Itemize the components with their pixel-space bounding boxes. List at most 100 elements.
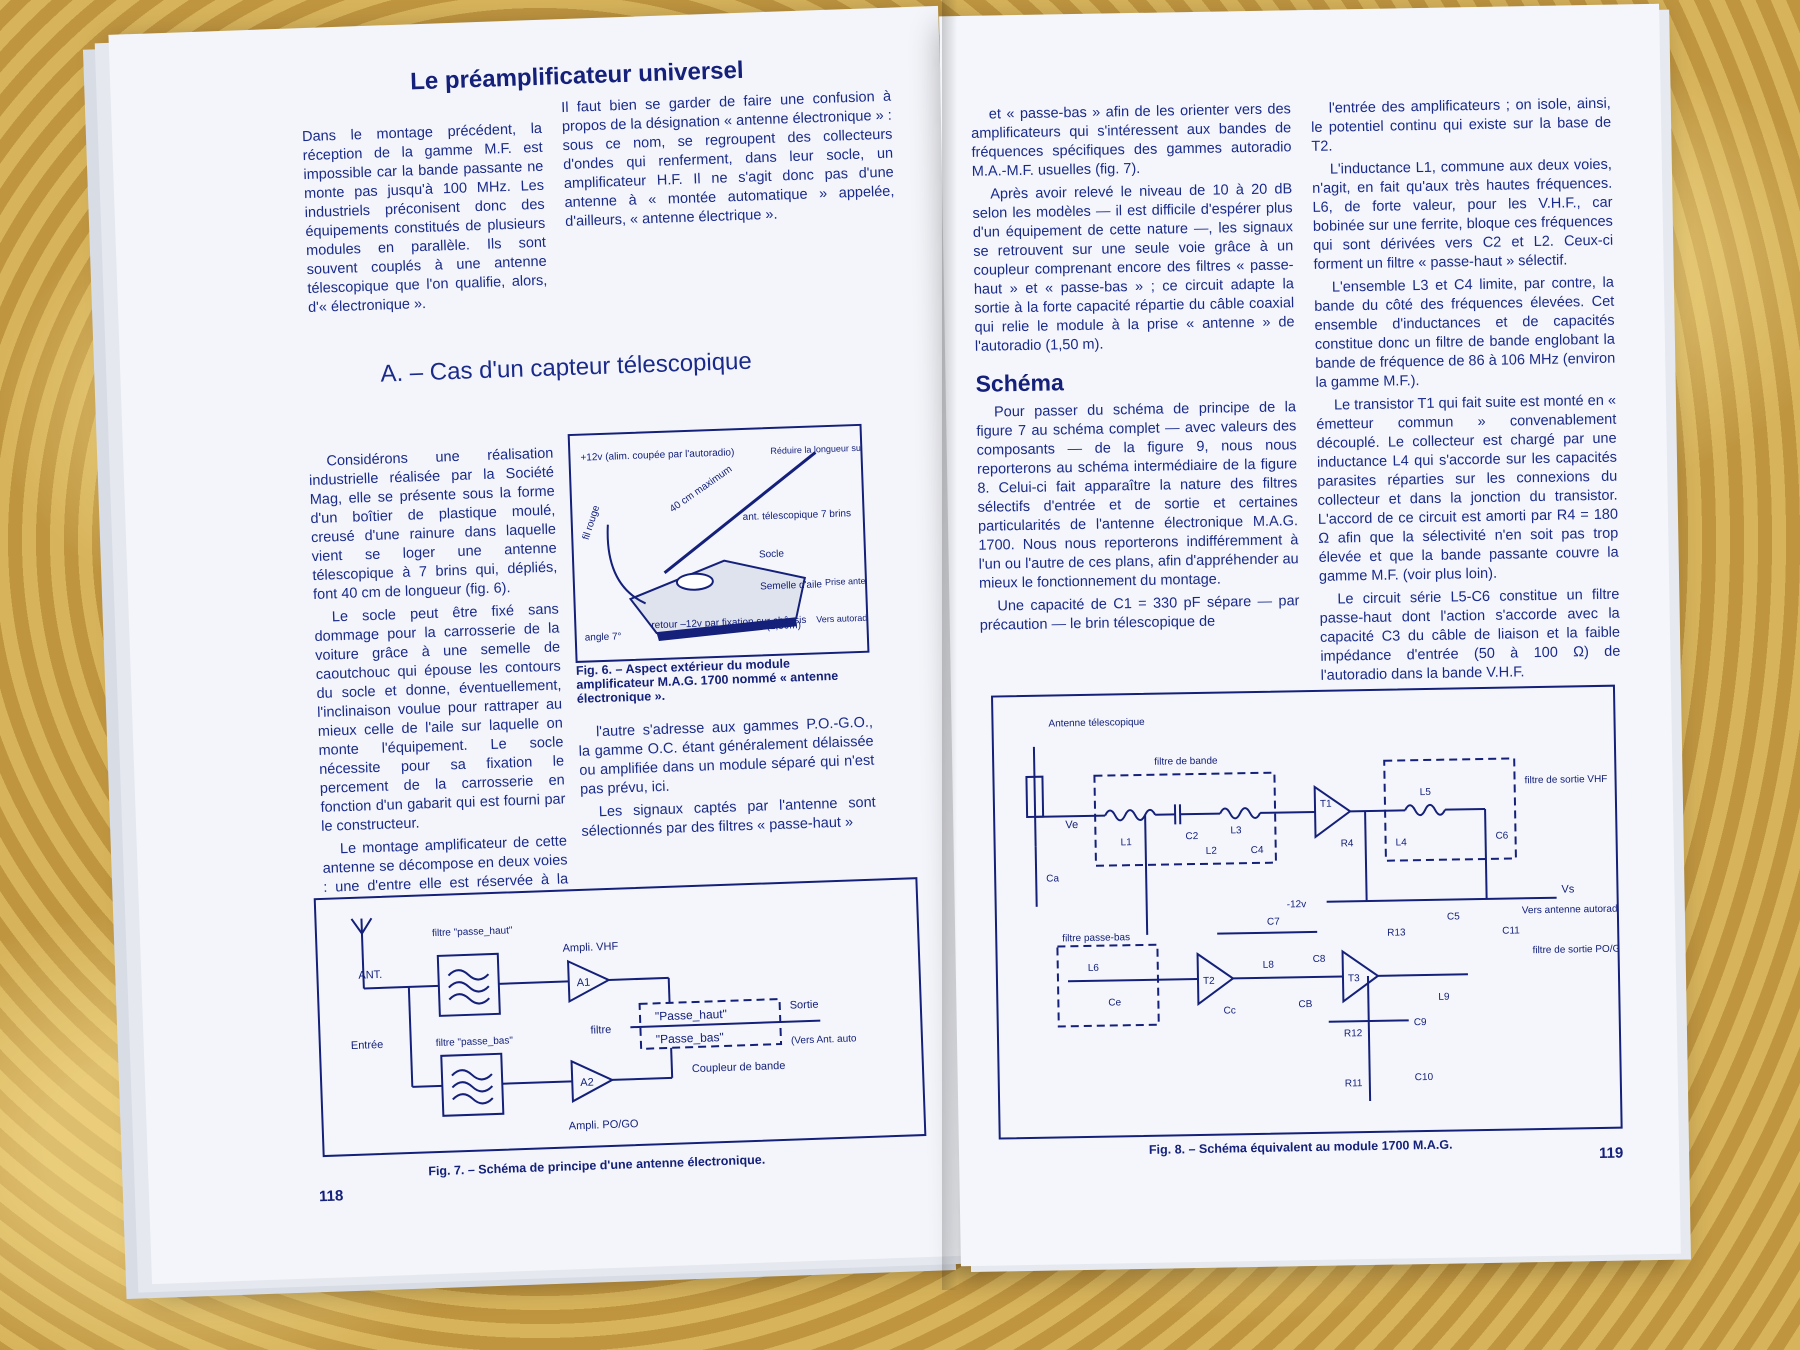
label-t1: T1 bbox=[1320, 799, 1332, 810]
label-r13: R13 bbox=[1387, 927, 1406, 938]
body-column-2: l'autre s'adresse aux gammes P.O.-G.O., … bbox=[578, 714, 877, 846]
label-t3: T3 bbox=[1348, 973, 1360, 984]
figure-8-caption: Fig. 8. – Schéma équivalent au module 17… bbox=[1148, 1137, 1453, 1157]
label-filtre-haut: filtre "passe_haut" bbox=[432, 925, 513, 939]
label-l5: L5 bbox=[1420, 787, 1432, 798]
label-c6: C6 bbox=[1495, 831, 1508, 842]
label-c5: C5 bbox=[1447, 911, 1460, 922]
label-length: 40 cm maximum bbox=[668, 464, 734, 515]
paragraph: Le transistor T1 qui fait suite est mont… bbox=[1316, 392, 1619, 585]
paragraph: Les signaux captés par l'antenne sont sé… bbox=[581, 794, 876, 840]
left-page: Le préamplificateur universel Dans le mo… bbox=[108, 5, 982, 1285]
schema-heading: Schéma bbox=[975, 369, 1064, 397]
paragraph: Le circuit série L5-C6 constitue un filt… bbox=[1319, 586, 1621, 684]
paragraph: L'inductance L1, commune aux deux voies,… bbox=[1312, 156, 1614, 273]
figure-6-drawing: +12v (alim. coupée par l'autoradio) fil … bbox=[580, 440, 932, 643]
label-c9: C9 bbox=[1414, 1017, 1427, 1028]
label-ampli-vhf: Ampli. VHF bbox=[562, 941, 618, 955]
label-reduire: Réduire la longueur sur les champs forts bbox=[770, 440, 867, 456]
label-prise: Prise antenne bbox=[825, 575, 868, 587]
label-l8: L8 bbox=[1263, 960, 1275, 971]
section-title: A. – Cas d'un capteur télescopique bbox=[379, 347, 753, 388]
intro-column-1: Dans le montage précédent, la réception … bbox=[301, 120, 548, 317]
paragraph: L'ensemble L3 et C4 limite, par contre, … bbox=[1314, 274, 1616, 391]
label-l1: L1 bbox=[1121, 837, 1133, 848]
label-socle: Socle bbox=[759, 549, 785, 561]
label-c8: C8 bbox=[1313, 954, 1326, 965]
label-c10: C10 bbox=[1415, 1072, 1434, 1083]
label-angle: angle 7° bbox=[585, 631, 622, 643]
right-page: et « passe-bas » afin de les orienter ve… bbox=[939, 3, 1681, 1267]
figure-8: Antenne télescopique filtre de bande fil… bbox=[991, 684, 1628, 1140]
figure-6-caption: Fig. 6. – Aspect extérieur du module amp… bbox=[575, 656, 839, 706]
paragraph: Pour passer du schéma de principe de la … bbox=[976, 399, 1299, 592]
label-cc: Cc bbox=[1223, 1005, 1235, 1016]
label-a2: A2 bbox=[580, 1077, 594, 1089]
right-column-1: et « passe-bas » afin de les orienter ve… bbox=[971, 100, 1300, 640]
label-filtre: filtre bbox=[590, 1024, 611, 1037]
paragraph: Après avoir relevé le niveau de 10 à 20 … bbox=[972, 181, 1295, 355]
label-t2: T2 bbox=[1203, 976, 1215, 987]
figure-6: +12v (alim. coupée par l'autoradio) fil … bbox=[567, 423, 933, 663]
label-coupleur: Coupleur de bande bbox=[692, 1060, 786, 1075]
label-vers: (Vers Ant. auto bbox=[791, 1033, 857, 1046]
label-alim: +12v (alim. coupée par l'autoradio) bbox=[580, 447, 734, 463]
label-l9: L9 bbox=[1438, 992, 1450, 1003]
label-cable: (1,50m) bbox=[766, 620, 801, 632]
intro-column-2: Il faut bien se garder de faire une conf… bbox=[560, 88, 895, 231]
figure-7-drawing: ANT. Entrée filtre "passe_haut" filtre "… bbox=[350, 917, 857, 1132]
label-filtre-bande: filtre de bande bbox=[1154, 756, 1218, 768]
running-head: Le préamplificateur universel bbox=[409, 56, 745, 96]
label-vs: Vs bbox=[1561, 883, 1575, 895]
label-l4: L4 bbox=[1396, 837, 1408, 848]
label-antenne: Antenne télescopique bbox=[1048, 717, 1145, 730]
label-c4: C4 bbox=[1251, 845, 1264, 856]
figure-8-drawing: Antenne télescopique filtre de bande fil… bbox=[1025, 717, 1628, 1102]
right-column-2: l'entrée des amplificateurs ; on isole, … bbox=[1311, 95, 1621, 690]
label-c7: C7 bbox=[1267, 917, 1280, 928]
label-filtre-passe-bas: filtre passe-bas bbox=[1062, 932, 1130, 944]
label-vers: Vers autoradio bbox=[816, 612, 867, 624]
label-filtre-bas: filtre "passe_bas" bbox=[436, 1035, 514, 1049]
label-ve: Ve bbox=[1065, 819, 1078, 831]
paragraph: l'entrée des amplificateurs ; on isole, … bbox=[1311, 95, 1612, 155]
label-passe-haut: "Passe_haut" bbox=[655, 1007, 727, 1024]
label-c11: C11 bbox=[1502, 925, 1520, 936]
figure-7-caption: Fig. 7. – Schéma de principe d'une anten… bbox=[428, 1152, 766, 1179]
label-filtre-sortie-vhf: filtre de sortie VHF bbox=[1524, 774, 1607, 786]
label-l2: L2 bbox=[1206, 846, 1218, 857]
label-l6: L6 bbox=[1088, 963, 1100, 974]
paragraph: Considérons une réalisation industrielle… bbox=[308, 445, 558, 604]
label-fil: fil rouge bbox=[581, 504, 603, 542]
label-a1: A1 bbox=[577, 977, 591, 989]
label-cb: CB bbox=[1298, 999, 1312, 1010]
page-number: 118 bbox=[318, 1187, 344, 1206]
label-r12: R12 bbox=[1344, 1028, 1363, 1039]
label-sortie: Sortie bbox=[790, 999, 819, 1012]
label-ampli-po: Ampli. PO/GO bbox=[569, 1118, 639, 1132]
label-retour: retour –12v par fixation sur châssis bbox=[651, 615, 806, 631]
label-r11: R11 bbox=[1345, 1078, 1363, 1089]
label-ca: Ca bbox=[1046, 873, 1059, 884]
label-filtre-sortie-po: filtre de sortie PO/GO bbox=[1532, 943, 1620, 956]
paragraph: Une capacité de C1 = 330 pF sépare — par… bbox=[979, 593, 1300, 634]
paragraph: et « passe-bas » afin de les orienter ve… bbox=[971, 101, 1292, 180]
page-number: 119 bbox=[1598, 1144, 1624, 1163]
book-gutter bbox=[942, 0, 964, 1290]
label-ce: Ce bbox=[1108, 997, 1121, 1008]
label-entree: Entrée bbox=[351, 1039, 384, 1052]
label-minus-12v: -12v bbox=[1287, 899, 1307, 910]
body-column-1: Considérons une réalisation industrielle… bbox=[308, 445, 570, 940]
label-semelle: Semelle d'aile bbox=[760, 579, 823, 592]
figure-7: ANT. Entrée filtre "passe_haut" filtre "… bbox=[313, 877, 927, 1158]
label-ant: ant. télescopique 7 brins bbox=[742, 508, 851, 523]
label-ant: ANT. bbox=[358, 969, 382, 982]
paragraph: l'autre s'adresse aux gammes P.O.-G.O., … bbox=[578, 714, 875, 798]
label-c2: C2 bbox=[1185, 831, 1198, 842]
paragraph: Le socle peut être fixé sans dommage pou… bbox=[314, 601, 566, 835]
label-r4: R4 bbox=[1341, 838, 1354, 849]
label-passe-bas: "Passe_bas" bbox=[656, 1030, 724, 1046]
label-vers-antenne: Vers antenne autoradio bbox=[1522, 904, 1621, 917]
label-l3: L3 bbox=[1230, 825, 1242, 836]
open-book: Le préamplificateur universel Dans le mo… bbox=[80, 0, 1700, 1300]
